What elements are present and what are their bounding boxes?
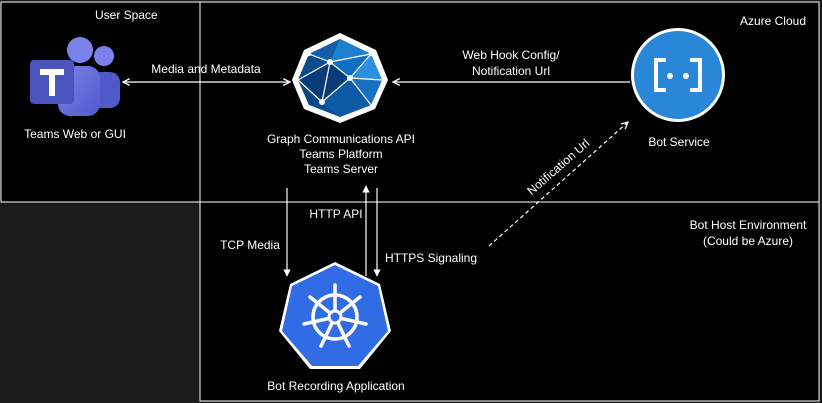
- media-metadata-label: Media and Metadata: [151, 62, 261, 76]
- azure-cloud-region: [199, 1, 820, 203]
- graph-label-line2: Teams Platform: [299, 147, 382, 161]
- tcp-media-label: TCP Media: [220, 238, 280, 252]
- graph-label-line1: Graph Communications API: [267, 132, 415, 146]
- graph-label-line3: Teams Server: [304, 162, 378, 176]
- bot-host-label-line2: (Could be Azure): [703, 234, 793, 248]
- teams-label: Teams Web or GUI: [24, 127, 126, 141]
- http-api-label: HTTP API: [309, 207, 362, 221]
- notification-url-arrow: [488, 122, 628, 247]
- user-space-label: User Space: [95, 8, 158, 22]
- webhook-label-line2: Notification Url: [472, 64, 550, 78]
- bot-service-label: Bot Service: [648, 135, 710, 149]
- azure-cloud-label: Azure Cloud: [740, 14, 806, 28]
- recording-app-label: Bot Recording Application: [267, 379, 404, 393]
- webhook-label-line1: Web Hook Config/: [462, 48, 560, 62]
- https-signaling-label: HTTPS Signaling: [385, 251, 477, 265]
- kubernetes-helm-icon[interactable]: [279, 262, 391, 369]
- microsoft-teams-icon[interactable]: [30, 37, 120, 116]
- bot-service-icon[interactable]: [631, 28, 725, 122]
- bot-host-label-line1: Bot Host Environment: [690, 218, 807, 232]
- graph-api-icon[interactable]: [292, 33, 388, 123]
